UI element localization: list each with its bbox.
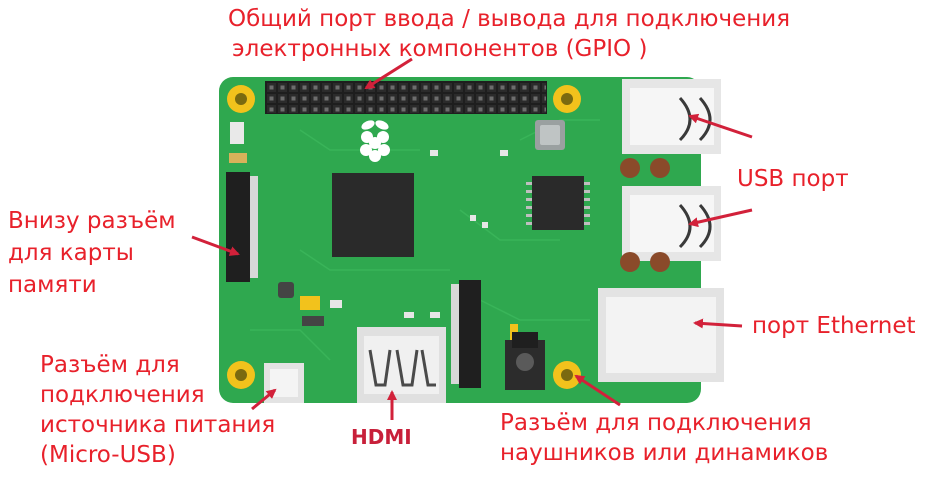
camera-connector: [459, 280, 481, 388]
arrow-usb-lower: [688, 208, 753, 228]
arrow-usb-upper: [688, 113, 753, 139]
arrow-gpio: [364, 57, 413, 90]
label-ethernet: порт Ethernet: [752, 313, 916, 339]
label-hdmi: HDMI: [351, 425, 412, 449]
callout-arrows: [191, 57, 753, 420]
arrow-ethernet: [693, 318, 743, 329]
usb-controller-chip: [532, 176, 584, 230]
arrow-audio: [574, 374, 621, 407]
mount-holes: [227, 85, 581, 389]
main-soc-chip: [332, 173, 414, 257]
label-gpio: Общий порт ввода / вывода для подключени…: [228, 4, 790, 64]
label-gpio-line2: электронных компонентов (GPIO ): [232, 36, 648, 62]
label-sd-card: Внизу разъём для карты памяти: [8, 208, 176, 298]
label-usb: USB порт: [737, 166, 849, 192]
usb-ports: [620, 79, 721, 272]
chip-pins: [526, 182, 590, 225]
sd-card-slot: [226, 172, 250, 282]
label-gpio-line1: Общий порт ввода / вывода для подключени…: [228, 6, 791, 32]
arrow-sd-card: [191, 235, 240, 256]
pcb-board: [219, 77, 701, 403]
arrow-power: [251, 388, 277, 411]
label-audio: Разъём для подключения наушников или дин…: [500, 410, 829, 466]
display-connector-small: [230, 122, 244, 144]
label-power: Разъём для подключения источника питания…: [40, 352, 276, 468]
raspberry-logo-icon: [360, 120, 390, 162]
